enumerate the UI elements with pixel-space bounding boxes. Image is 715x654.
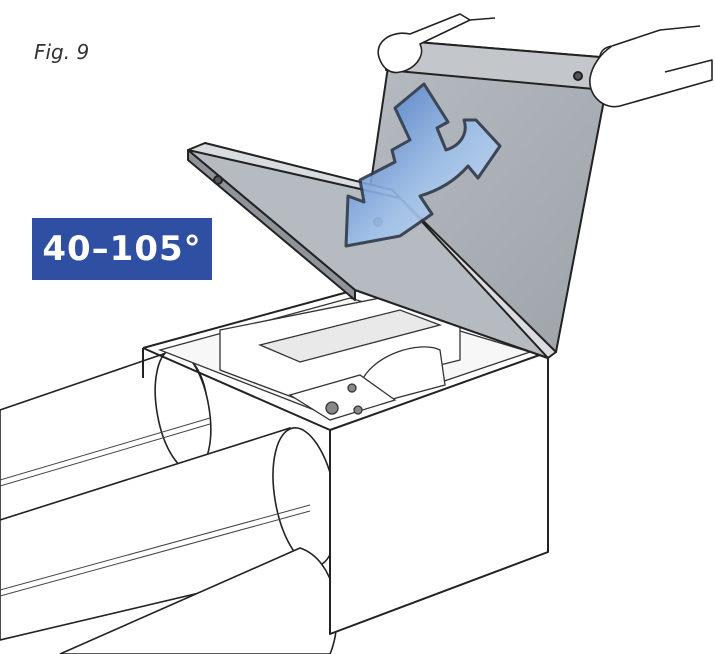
figure-label: Fig. 9 <box>34 40 90 64</box>
box-interior <box>157 295 533 421</box>
three-way-arrow-icon <box>344 82 502 248</box>
duct-pipes <box>0 347 338 654</box>
front-lid <box>187 142 557 359</box>
angle-range-badge: 40–105° <box>32 218 212 280</box>
hands <box>377 13 713 108</box>
